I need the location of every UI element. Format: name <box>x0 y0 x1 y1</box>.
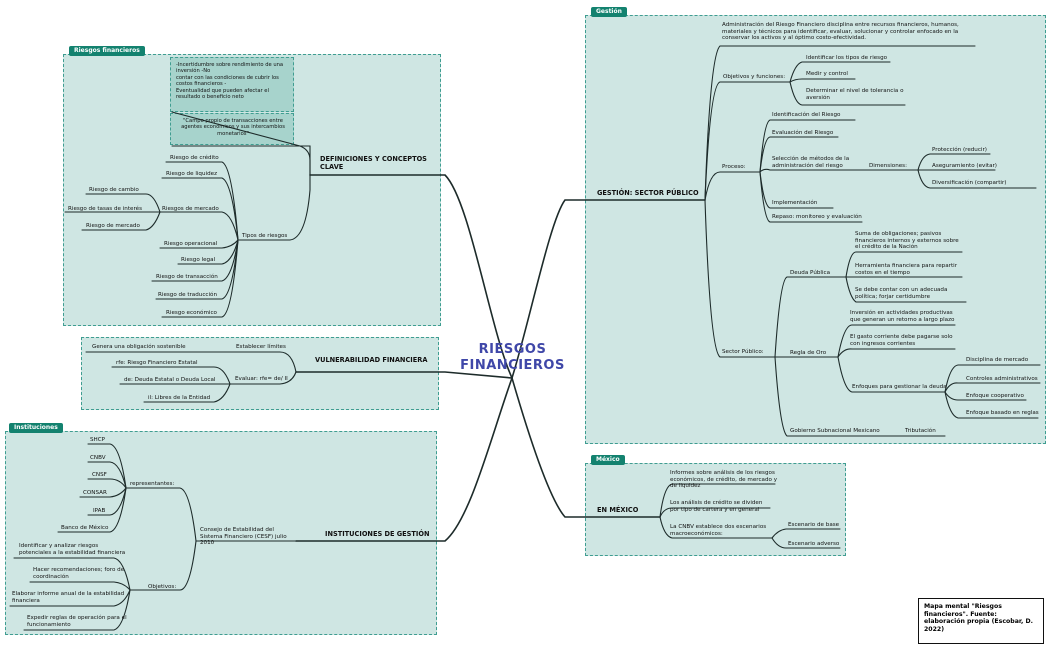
riesgo-traduccion: Riesgo de traducción <box>158 292 218 298</box>
gobierno-subnacional: Gobierno Subnacional Mexicano <box>790 428 880 434</box>
mexico-panel <box>585 463 846 556</box>
dimensiones-label: Dimensiones: <box>869 163 907 169</box>
evaluar-formula: Evaluar: rfe= de/ II <box>235 376 288 382</box>
gestion-tag: Gestión <box>591 7 627 17</box>
rep-shcp: SHCP <box>90 437 106 443</box>
de-definition: de: Deuda Estatal o Deuda Local <box>124 377 216 383</box>
proceso-repaso: Repaso: monitoreo y evaluación <box>772 214 862 220</box>
deuda-suma: Suma de obligaciones; pasivos financiero… <box>855 231 959 251</box>
proceso-implementacion: Implementación <box>772 200 818 206</box>
rfe-definition: rfe: Riesgo Financiero Estatal <box>116 360 198 366</box>
proceso-evaluacion: Evaluación del Riesgo <box>772 130 834 136</box>
instituciones-panel <box>5 431 437 635</box>
tipos-riesgos: Tipos de riesgos <box>242 233 288 239</box>
enfoque-reglas: Enfoque basado en reglas <box>966 410 1039 416</box>
quote-note-text: "Campo propio de transacciones entre age… <box>181 118 285 137</box>
riesgo-liquidez: Riesgo de liquidez <box>166 171 218 177</box>
objetivo-2: Hacer recomendaciones; foro de coordinac… <box>33 567 125 580</box>
source-credit: Mapa mental "Riesgos financieros". Fuent… <box>918 598 1044 644</box>
dimension-aseguramiento: Aseguramiento (evitar) <box>932 163 997 169</box>
enfoque-controles: Controles administrativos <box>966 376 1038 382</box>
gestion-panel <box>585 15 1046 444</box>
vulnerabilidad-panel <box>81 337 439 410</box>
rep-cnsf: CNSF <box>92 472 107 478</box>
mexico-tag: México <box>591 455 625 465</box>
quote-note <box>170 113 294 145</box>
riesgo-cambio: Riesgo de cambio <box>89 187 139 193</box>
definiciones-title: DEFINICIONES Y CONCEPTOS CLAVE <box>320 155 427 171</box>
escenario-base: Escenario de base <box>788 522 840 528</box>
proceso-seleccion: Selección de métodos de la administració… <box>772 156 850 169</box>
riesgo-operacional: Riesgo operacional <box>164 241 218 247</box>
proceso-label: Proceso: <box>722 164 746 170</box>
enfoque-cooperativo: Enfoque cooperativo <box>966 393 1024 399</box>
riesgo-economico: Riesgo económico <box>166 310 217 316</box>
obligacion-sostenible: Genera una obligación sostenible <box>92 344 186 350</box>
regla-gasto: El gasto corriente debe pagarse solo con… <box>850 334 953 347</box>
tributacion: Tributación <box>905 428 936 434</box>
escenario-adverso: Escenario adverso <box>788 541 840 547</box>
deuda-politica: Se debe contar con un adecuada política;… <box>855 287 948 300</box>
enfoques-deuda: Enfoques para gestionar la deuda <box>852 384 947 390</box>
riesgo-credito: Riesgo de crédito <box>170 155 219 161</box>
objetivo-3: Elaborar informe anual de la estabilidad… <box>12 591 125 604</box>
mexico-informes: Informes sobre análisis de los riesgos e… <box>670 470 778 490</box>
objetivo-1: Identificar y analizar riesgos potencial… <box>19 543 126 556</box>
riesgo-tasas: Riesgo de tasas de interés <box>68 206 143 212</box>
representantes-label: representantes: <box>130 481 175 487</box>
rep-ipab: IPAB <box>93 508 106 514</box>
riesgo-transaccion: Riesgo de transacción <box>156 274 218 280</box>
definition-note-text: -Incertidumbre sobre rendimiento de una … <box>176 62 284 101</box>
rep-consar: CONSAR <box>83 490 107 496</box>
establecer-limites: Establecer límites <box>236 344 286 350</box>
regla-oro: Regla de Oro <box>790 350 827 356</box>
vulnerabilidad-title: VULNERABILIDAD FINANCIERA <box>315 356 428 364</box>
regla-inversion: Inversión en actividades productivas que… <box>850 310 955 323</box>
sector-publico-label: Sector Público: <box>722 349 764 355</box>
il-definition: il: Libres de la Entidad <box>148 395 211 401</box>
rep-banxico: Banco de México <box>61 525 109 531</box>
mexico-escenarios: La CNBV establece dos escenarios macroec… <box>670 524 767 537</box>
central-topic: RIESGOS FINANCIEROS <box>455 342 570 374</box>
gestion-title: GESTIÓN: SECTOR PÚBLICO <box>597 189 699 197</box>
objetivos-funciones: Objetivos y funciones: <box>723 74 786 80</box>
objetivos-label: Objetivos: <box>148 584 177 590</box>
instituciones-title: INSTITUCIONES DE GESTIÓN <box>325 530 430 538</box>
objetivo-identificar: Identificar los tipos de riesgo <box>806 55 888 61</box>
riesgo-legal: Riesgo legal <box>181 257 216 263</box>
deuda-publica: Deuda Pública <box>790 270 831 276</box>
administracion-riesgo: Administración del Riesgo Financiero dis… <box>722 22 959 42</box>
riesgos-mercado: Riesgos de mercado <box>162 206 219 212</box>
dimension-diversificacion: Diversificación (compartir) <box>932 180 1007 186</box>
dimension-proteccion: Protección (reducir) <box>932 147 987 153</box>
deuda-herramienta: Herramienta financiera para repartir cos… <box>855 263 958 276</box>
objetivo-4: Expedir reglas de operación para el func… <box>27 615 127 628</box>
consejo-estabilidad: Consejo de Estabilidad del Sistema Finan… <box>200 527 287 547</box>
riesgos-tag: Riesgos financieros <box>69 46 145 56</box>
definition-note <box>170 57 294 112</box>
objetivo-medir: Medir y control <box>806 71 848 77</box>
mexico-title: EN MÉXICO <box>597 506 639 514</box>
mexico-analisis: Los análisis de crédito se dividen por t… <box>670 500 763 513</box>
proceso-identificacion: Identificación del Riesgo <box>772 112 841 118</box>
enfoque-disciplina: Disciplina de mercado <box>966 357 1029 363</box>
rep-cnbv: CNBV <box>90 455 106 461</box>
central-topic-line2: FINANCIEROS <box>460 358 565 373</box>
instituciones-tag: Instituciones <box>9 423 63 433</box>
objetivo-tolerancia: Determinar el nivel de tolerancia o aver… <box>806 88 904 101</box>
central-topic-line1: RIESGOS <box>478 342 547 357</box>
riesgo-mercado: Riesgo de mercado <box>86 223 140 229</box>
